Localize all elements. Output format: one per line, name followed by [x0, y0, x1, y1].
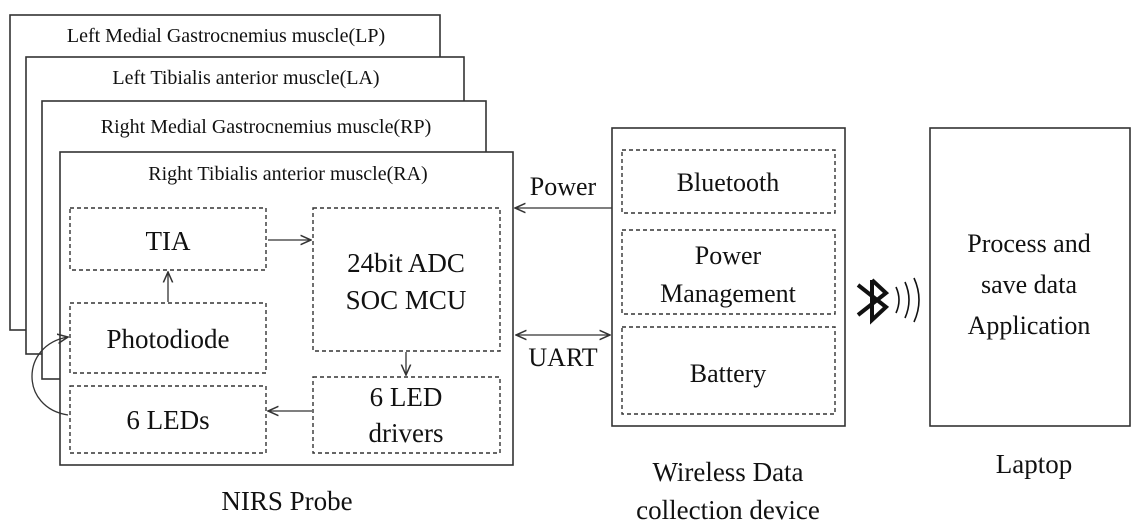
- leds-label: 6 LEDs: [126, 405, 209, 435]
- device-box: [611, 127, 846, 427]
- block-power-management: Power Management: [621, 229, 836, 315]
- block-photodiode: Photodiode: [69, 302, 267, 374]
- caption-device-line2: collection device: [636, 495, 820, 525]
- caption-laptop: Laptop: [996, 449, 1072, 479]
- bluetooth-label: Bluetooth: [677, 168, 780, 197]
- drivers-label-line1: 6 LED: [370, 382, 443, 412]
- light-path-curve: [31, 337, 68, 416]
- panel-rp-label: Right Medial Gastrocnemius muscle(RP): [101, 116, 432, 138]
- block-leds: 6 LEDs: [69, 385, 267, 454]
- adc-label-line1: 24bit ADC: [347, 248, 465, 278]
- laptop-text-line3: Application: [968, 311, 1091, 340]
- power-mgmt-label-line1: Power: [695, 241, 762, 270]
- tia-label: TIA: [146, 226, 191, 256]
- laptop-text-line2: save data: [981, 270, 1077, 299]
- link-uart: UART: [516, 335, 610, 372]
- laptop-text-line1: Process and: [967, 229, 1090, 258]
- bluetooth-icon: [856, 277, 920, 325]
- block-led-drivers: 6 LED drivers: [312, 376, 501, 454]
- probe-arrows: [31, 240, 406, 416]
- panel-ra-label: Right Tibialis anterior muscle(RA): [148, 163, 427, 185]
- drivers-label-line2: drivers: [369, 418, 444, 448]
- block-battery: Battery: [621, 326, 836, 415]
- adc-label-line2: SOC MCU: [346, 285, 467, 315]
- caption-device-line1: Wireless Data: [652, 457, 803, 487]
- block-tia: TIA: [69, 207, 267, 271]
- caption-nirs-probe: NIRS Probe: [221, 486, 352, 516]
- battery-label: Battery: [690, 359, 767, 388]
- panel-lp-label: Left Medial Gastrocnemius muscle(LP): [67, 25, 385, 47]
- uart-link-label: UART: [528, 343, 597, 372]
- panel-la-label: Left Tibialis anterior muscle(LA): [112, 67, 379, 89]
- block-adc-mcu: 24bit ADC SOC MCU: [312, 207, 501, 352]
- block-bluetooth: Bluetooth: [621, 149, 836, 214]
- laptop-box: Process and save data Application: [929, 127, 1131, 427]
- panel-ra: Right Tibialis anterior muscle(RA): [59, 151, 514, 466]
- power-mgmt-label-line2: Management: [660, 279, 797, 308]
- photodiode-label: Photodiode: [106, 324, 229, 354]
- link-power: Power: [515, 172, 612, 208]
- power-link-label: Power: [530, 172, 597, 201]
